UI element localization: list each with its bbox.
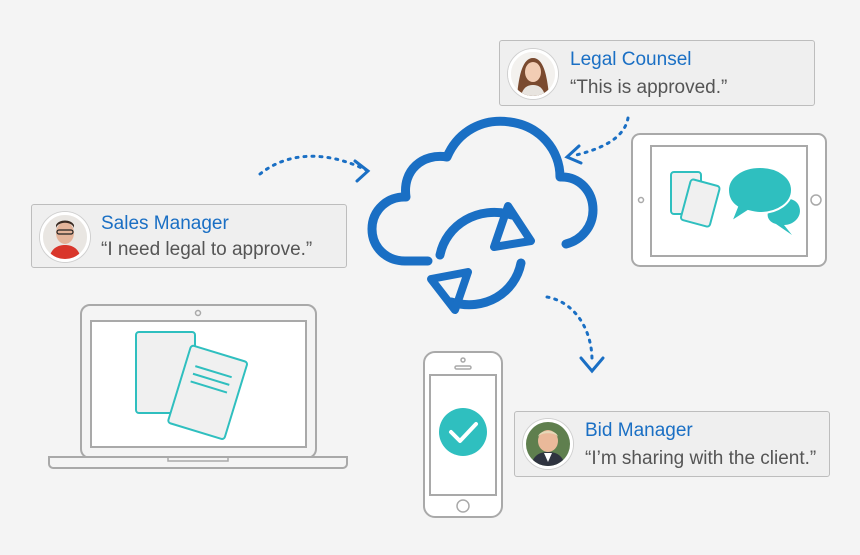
chat-bubbles-icon bbox=[726, 165, 800, 235]
sales-manager-role: Sales Manager bbox=[101, 213, 229, 234]
tablet-icon bbox=[631, 133, 827, 267]
sales-manager-quote: “I need legal to approve.” bbox=[101, 239, 313, 260]
legal-counsel-avatar bbox=[508, 49, 558, 99]
tablet-documents-icon bbox=[670, 171, 721, 228]
callout-legal-counsel: Legal Counsel “This is approved.” bbox=[499, 40, 815, 106]
legal-counsel-role: Legal Counsel bbox=[570, 49, 692, 70]
legal-counsel-quote: “This is approved.” bbox=[570, 77, 728, 98]
bid-manager-avatar bbox=[523, 419, 573, 469]
sales-manager-avatar bbox=[40, 212, 90, 262]
sync-arrowhead-bottom bbox=[427, 268, 472, 314]
bid-manager-quote: “I’m sharing with the client.” bbox=[585, 448, 817, 469]
callout-bid-manager: Bid Manager “I’m sharing with the client… bbox=[514, 411, 830, 477]
laptop-documents-icon bbox=[135, 331, 248, 440]
checkmark-icon bbox=[439, 408, 487, 456]
sync-arrowhead-top bbox=[490, 202, 535, 251]
bid-manager-role: Bid Manager bbox=[585, 420, 693, 441]
cloud-sync-icon bbox=[367, 116, 598, 310]
callout-sales-manager: Sales Manager “I need legal to approve.” bbox=[31, 204, 347, 268]
dotted-arrow-icon bbox=[258, 116, 630, 374]
